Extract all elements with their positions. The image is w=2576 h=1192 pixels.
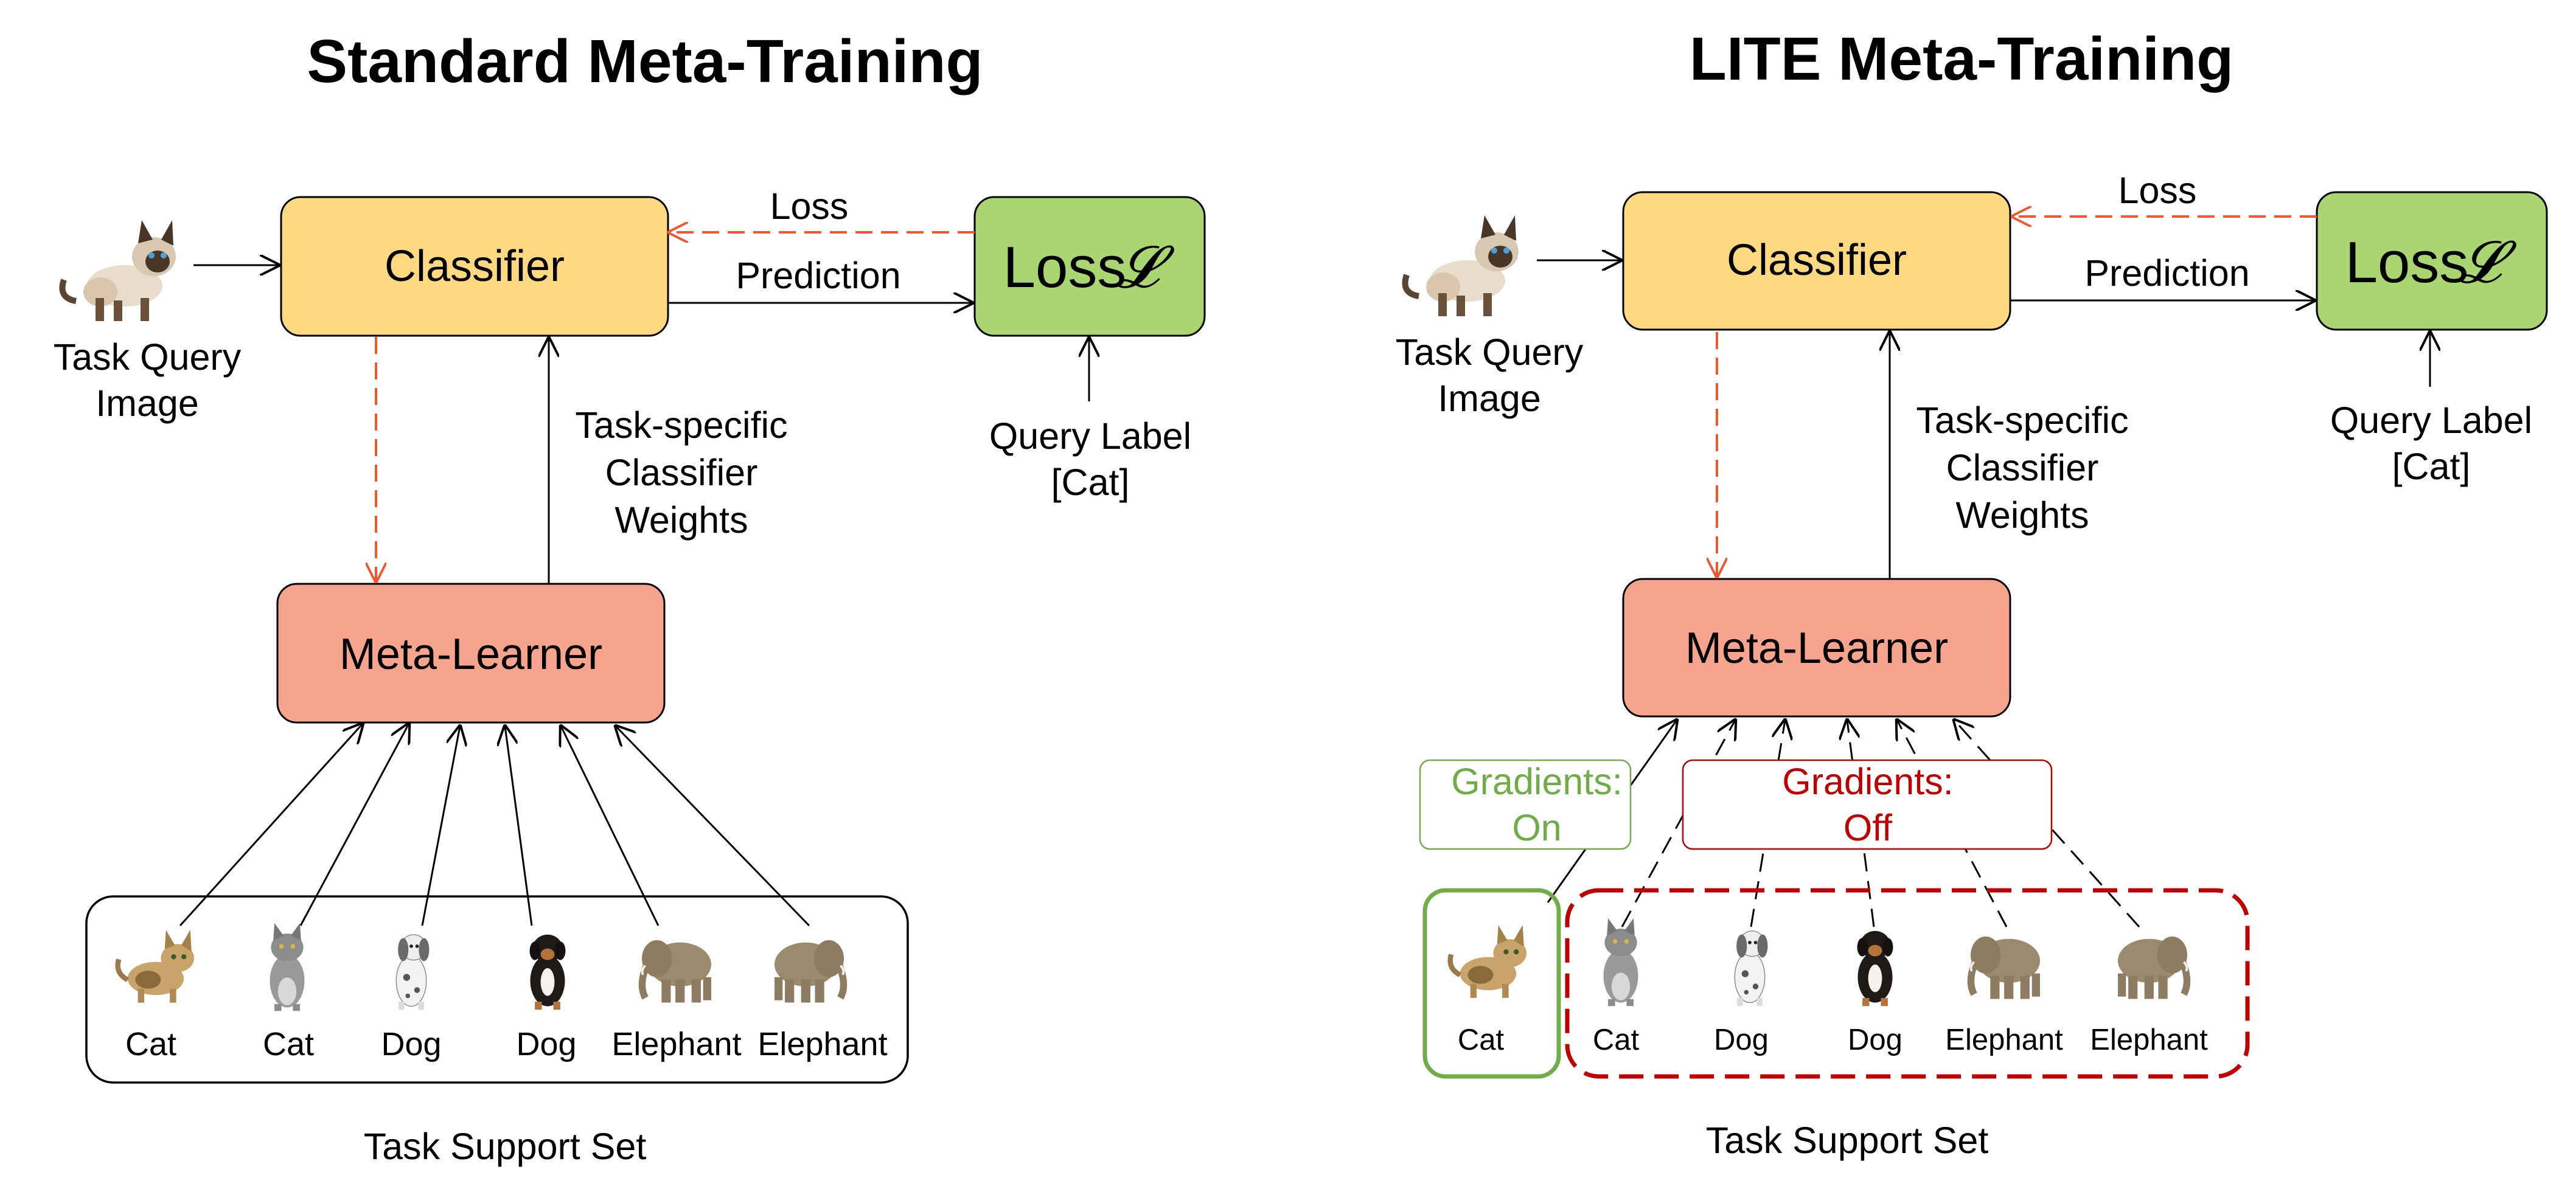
gradients-off-label-2: Off [1843,807,1893,848]
siamese-cat-icon [1405,215,1519,316]
right-query-image: Task Query Image [1396,215,1584,419]
left-support-arrow-4 [505,726,533,926]
right-weights-label-1: Task-specific [1916,400,2128,441]
gradients-on-label-2: On [1512,807,1561,848]
left-support-label-1: Cat [125,1026,176,1062]
left-loss-arrow-label: Loss [770,185,849,227]
left-weights-label-1: Task-specific [575,404,787,446]
left-prediction-label: Prediction [736,255,900,296]
left-support-label-6: Elephant [757,1026,887,1062]
right-weights-label-2: Classifier [1946,447,2099,488]
right-meta-learner-box: Meta-Learner [1622,578,2011,718]
left-support-label-4: Dog [516,1026,576,1062]
left-panel: Standard Meta-Training Classifier Loss 𝓛… [54,27,1206,1167]
right-loss-arrow-label: Loss [2118,170,2197,211]
right-support-label-4: Dog [1848,1024,1902,1056]
left-support-arrow-3 [421,726,460,926]
left-classifier-label: Classifier [385,242,565,291]
left-support-arrow-5 [561,726,660,926]
left-support-set-label: Task Support Set [364,1126,647,1167]
left-query-image-label-1: Task Query [54,336,242,378]
right-weights-label-3: Weights [1955,494,2089,536]
left-query-image: Task Query Image [54,220,242,424]
right-meta-learner-label: Meta-Learner [1685,624,1948,673]
spotted-dog-icon [1734,930,1769,1007]
gradients-on-label-1: Gradients: [1451,761,1622,802]
left-loss-label: Loss [1003,235,1127,300]
right-support-label-1: Cat [1458,1024,1505,1056]
right-query-label-1: Query Label [2330,400,2532,441]
right-panel: LITE Meta-Training Classifier Loss 𝓛 Met… [1396,25,2548,1161]
right-support-set-label: Task Support Set [1706,1120,1989,1161]
spotted-dog-icon [395,934,430,1011]
grey-cat-icon [270,923,305,1011]
gradients-off-box: Gradients: Off [1682,759,2053,850]
black-dog-icon [529,934,566,1010]
left-weights-label-2: Classifier [605,452,758,493]
left-weights-label-3: Weights [614,499,748,541]
gradients-off-label-1: Gradients: [1782,761,1953,802]
left-loss-box: Loss 𝓛 [973,196,1206,337]
siamese-cat-icon [63,220,176,321]
left-query-label-2: [Cat] [1051,462,1130,503]
right-query-image-label-2: Image [1438,378,1541,419]
right-query-image-label-1: Task Query [1396,331,1584,373]
left-support-label-2: Cat [263,1026,314,1062]
right-support-label-2: Cat [1593,1024,1640,1056]
left-query-label-1: Query Label [989,415,1191,457]
elephant-icon [775,940,844,1003]
left-support-arrow-1 [179,724,363,927]
left-support-label-5: Elephant [611,1026,741,1062]
right-support-off-group: Cat Dog Dog Elephant Elephant [1565,888,2250,1079]
tabby-kitten-icon [118,930,194,1003]
right-support-on-group: Cat [1422,888,1561,1079]
right-loss-box: Loss 𝓛 [2316,191,2548,331]
right-support-label-6: Elephant [2090,1024,2208,1056]
right-support-label-5: Elephant [1945,1024,2063,1056]
elephant-icon [1971,937,2040,999]
left-meta-learner-box: Meta-Learner [276,583,666,724]
right-support-arrow-off-5 [1954,720,2140,927]
left-meta-learner-label: Meta-Learner [339,630,602,679]
elephant-icon [642,940,711,1003]
right-support-label-3: Dog [1714,1024,1769,1056]
grey-cat-icon [1603,918,1638,1007]
black-dog-icon [1857,930,1893,1007]
elephant-icon [2118,937,2187,999]
left-panel-title: Standard Meta-Training [307,27,983,95]
right-prediction-label: Prediction [2084,252,2249,294]
right-classifier-label: Classifier [1727,236,1907,285]
right-loss-label: Loss [2345,230,2469,295]
tabby-kitten-icon [1450,925,1526,998]
right-classifier-box: Classifier [1622,191,2011,331]
left-support-label-3: Dog [381,1026,441,1062]
left-query-image-label-2: Image [96,383,199,424]
left-support-arrow-2 [299,724,409,926]
right-panel-title: LITE Meta-Training [1690,25,2233,93]
right-query-label-2: [Cat] [2392,446,2471,487]
gradients-on-box: Gradients: On [1419,759,1632,850]
left-support-arrow-6 [616,726,810,927]
left-classifier-box: Classifier [280,196,669,337]
left-support-set: Cat Cat Dog Dog Elephant Elephant [85,895,909,1084]
